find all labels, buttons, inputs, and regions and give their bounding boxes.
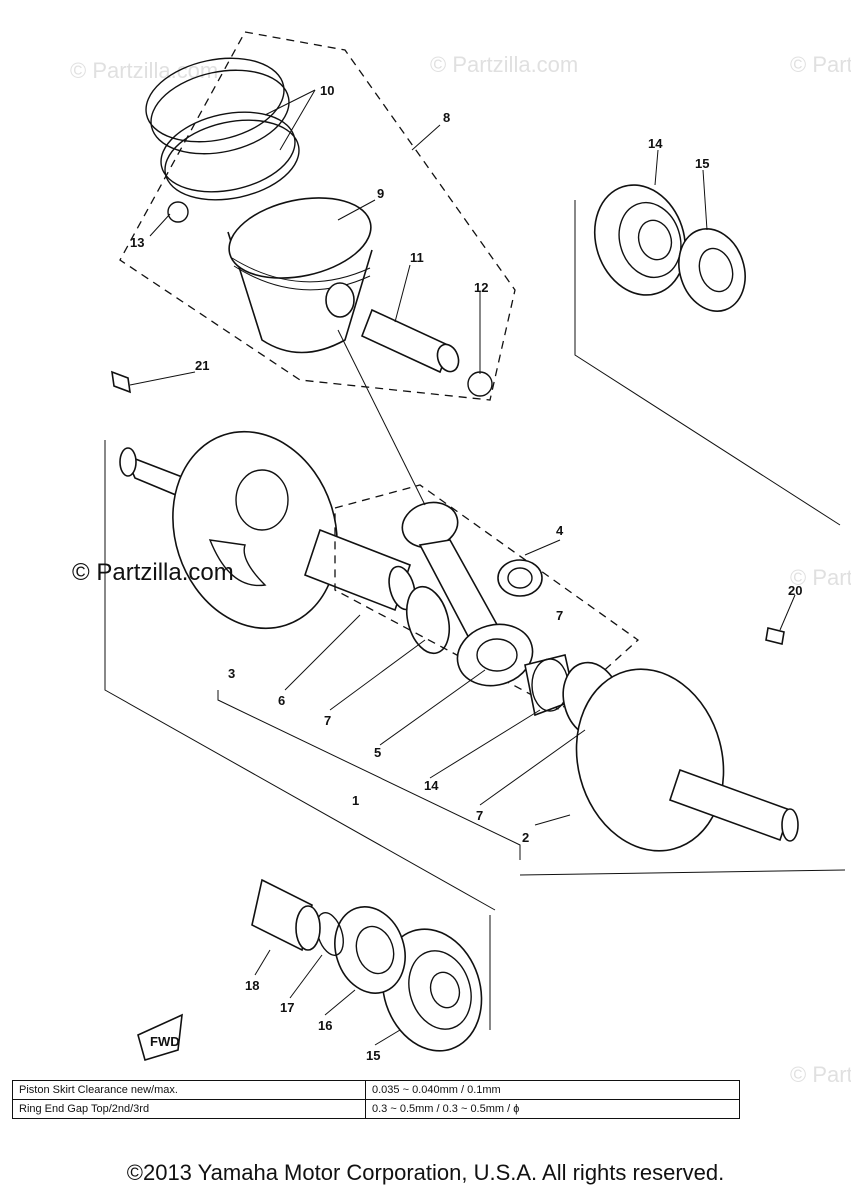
watermark-faint: © Partzilla.com	[790, 52, 851, 77]
collar	[251, 878, 321, 952]
callout-1: 1	[352, 793, 359, 808]
oil-seal-top	[678, 228, 746, 312]
callout-4: 4	[556, 523, 564, 538]
circlip-right	[467, 371, 493, 397]
leader-lines	[129, 89, 796, 1046]
spec-value: 0.3 ~ 0.5mm / 0.3 ~ 0.5mm / ɸ	[365, 1099, 740, 1119]
thrust-washer-left	[405, 585, 451, 655]
oil-seal-bottom	[334, 906, 406, 994]
bearing-bracket-line	[574, 200, 841, 526]
callout-15-bottom: 15	[366, 1048, 380, 1063]
connecting-rod	[401, 501, 534, 687]
callout-10: 8	[443, 110, 450, 125]
crank-pin	[304, 528, 416, 612]
piston	[227, 197, 373, 354]
callout-20: 20	[788, 583, 802, 598]
small-end-needle-bearing	[497, 559, 543, 597]
callout-17: 16	[318, 1018, 332, 1033]
circlip-left	[167, 201, 189, 223]
callout-7-left: 7	[324, 713, 331, 728]
spec-value: 0.035 ~ 0.040mm / 0.1mm	[365, 1080, 740, 1100]
spec-label: Piston Skirt Clearance new/max.	[12, 1080, 366, 1100]
crank-bearing-top	[593, 184, 687, 296]
callout-7-right: 7	[476, 808, 483, 823]
svg-text:FWD: FWD	[150, 1034, 180, 1049]
piston-rings	[145, 57, 300, 201]
callout-16: 15	[695, 156, 709, 171]
watermark-faint: © Partzilla.com	[70, 58, 218, 83]
alignment-pin	[765, 627, 785, 645]
callout-14-left: 13	[130, 235, 144, 250]
callout-12: 10	[320, 83, 334, 98]
watermark-faint: © Partzilla.com	[430, 52, 578, 77]
callout-13: 11	[410, 250, 424, 265]
piston-group-outline	[119, 31, 516, 401]
callout-9: 7	[556, 608, 563, 623]
woodruff-key	[111, 370, 131, 394]
fwd-arrow-icon: FWD	[137, 1013, 183, 1062]
watermark-faint: © Partzilla.com	[790, 565, 851, 590]
callout-11: 9	[377, 186, 384, 201]
spec-label: Ring End Gap Top/2nd/3rd	[12, 1099, 366, 1119]
callout-14-right: 12	[474, 280, 488, 295]
crank-right-half	[575, 668, 799, 852]
watermark-main: © Partzilla.com	[72, 559, 234, 586]
spec-row: Piston Skirt Clearance new/max. 0.035 ~ …	[12, 1080, 740, 1100]
spec-row: Ring End Gap Top/2nd/3rd 0.3 ~ 0.5mm / 0…	[12, 1099, 740, 1119]
callout-3: 3	[228, 666, 235, 681]
crank-bracket-right	[519, 869, 846, 876]
crank-bracket-left	[104, 440, 496, 911]
crank-bearing-bottom	[381, 928, 483, 1052]
crank-left-half	[119, 430, 338, 630]
assembly-bracket	[217, 690, 521, 860]
callout-5: 5	[374, 745, 381, 760]
callout-19: 18	[245, 978, 259, 993]
callout-18: 17	[280, 1000, 294, 1015]
callout-6: 6	[278, 693, 285, 708]
callout-21: 21	[195, 358, 209, 373]
callout-15-top: 14	[648, 136, 663, 151]
piston-pin	[360, 308, 460, 374]
copyright-notice: ©2013 Yamaha Motor Corporation, U.S.A. A…	[126, 1160, 725, 1185]
callout-2: 2	[522, 830, 529, 845]
spec-table: Piston Skirt Clearance new/max. 0.035 ~ …	[12, 1080, 740, 1119]
callout-8: 14	[424, 778, 439, 793]
watermark-faint: © Partzilla.com	[790, 1062, 851, 1087]
